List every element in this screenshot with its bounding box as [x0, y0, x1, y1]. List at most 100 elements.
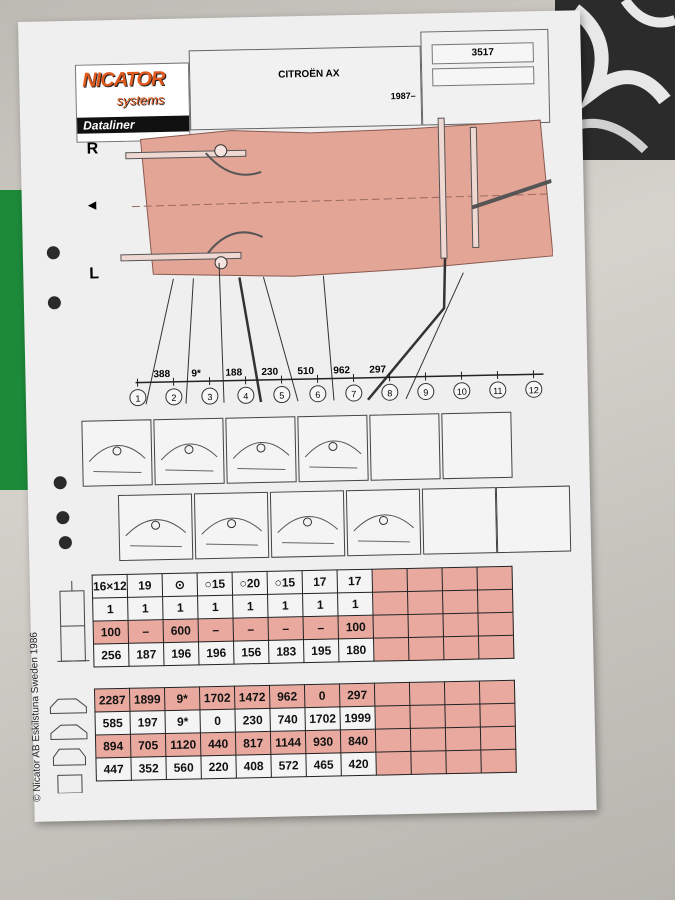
detail-sketch — [160, 443, 218, 472]
table-cell: 220 — [200, 755, 237, 779]
table-cell — [442, 567, 478, 591]
detail-sketch-box — [369, 413, 441, 481]
point-number: 11 — [493, 386, 503, 396]
detail-sketch — [125, 519, 187, 548]
point-marker — [417, 383, 435, 401]
table-cell: 572 — [270, 753, 307, 778]
underbody-diagram — [120, 117, 554, 405]
point-number: 2 — [171, 393, 176, 403]
punch-hole — [58, 535, 73, 550]
detail-sketch — [232, 442, 290, 470]
table-cell: 1 — [337, 592, 374, 616]
table-cell: 1 — [92, 597, 129, 622]
table-cell: 1 — [127, 596, 164, 621]
sheet-number: 3517 — [431, 42, 534, 65]
logo-word: NICATOR — [82, 67, 165, 92]
wheel-arches — [205, 152, 263, 254]
table-cell: 2287 — [94, 688, 130, 713]
point-marker — [345, 384, 363, 402]
vehicle-name: CITROËN AX — [278, 68, 340, 81]
table-cell: – — [198, 618, 234, 642]
distance-label: 9* — [191, 368, 201, 379]
table-cell: 1 — [162, 595, 199, 620]
table-cell — [477, 566, 513, 591]
detail-sketch-box — [153, 417, 225, 486]
table-cell: 447 — [95, 757, 132, 782]
table-cell: – — [128, 619, 164, 644]
table-cell — [408, 636, 444, 661]
table-cell — [375, 751, 412, 776]
detail-sketch — [88, 445, 146, 474]
point-number: 8 — [387, 388, 392, 398]
front-arrow: ◀ — [87, 199, 97, 212]
table-cell: 256 — [93, 643, 130, 668]
table-cell: 1999 — [339, 706, 376, 730]
table-cell: 465 — [305, 752, 342, 777]
point-marker — [489, 381, 507, 399]
point-marker — [273, 386, 291, 404]
mount-point — [214, 256, 228, 270]
detail-sketch-box — [421, 487, 498, 555]
table-cell — [373, 637, 409, 662]
detail-sketch — [304, 440, 362, 469]
punch-hole — [47, 296, 62, 310]
table-cell: 196 — [163, 641, 200, 666]
distance-label: 188 — [225, 367, 242, 378]
table-cell: 1120 — [165, 732, 201, 757]
table-cell: 1899 — [129, 687, 165, 712]
table-cell: 100 — [93, 620, 129, 645]
table-cell — [480, 726, 516, 750]
point-marker — [525, 380, 543, 398]
table-cell: 600 — [163, 618, 199, 643]
table-cell: 817 — [235, 731, 271, 756]
distance-label: 230 — [261, 367, 278, 378]
table-cell: 408 — [235, 754, 272, 779]
distance-label: 297 — [369, 364, 386, 375]
table-cell — [373, 614, 409, 639]
table-cell: 740 — [269, 707, 306, 732]
table-cell — [409, 704, 446, 729]
detail-sketch-box — [441, 411, 513, 480]
detail-sketch-box — [225, 416, 297, 484]
table-cell: 930 — [305, 729, 341, 754]
table-cell: 1702 — [199, 686, 235, 710]
table-cell: 9* — [164, 709, 201, 734]
table-cell: 1144 — [270, 730, 306, 755]
table-cell — [407, 567, 443, 592]
table-cell: 297 — [339, 683, 375, 707]
table-cell — [407, 613, 444, 638]
distance-label: 388 — [153, 369, 170, 380]
table-cell: 0 — [304, 683, 340, 708]
detail-sketch-box — [81, 419, 153, 487]
table-cell — [375, 728, 411, 753]
table-cell: 187 — [128, 642, 165, 667]
table-cell: – — [233, 617, 269, 642]
point-marker — [453, 382, 471, 400]
point-marker — [309, 385, 327, 403]
detail-sketch-box — [269, 490, 346, 558]
table-cell — [374, 705, 411, 730]
detail-sketch-box — [193, 491, 270, 560]
point-marker — [381, 383, 399, 401]
table-cell — [444, 680, 480, 705]
table-cell: ○15 — [267, 570, 303, 595]
table-cell: 420 — [340, 752, 377, 776]
pointer-lines — [145, 258, 464, 405]
detail-sketch-box — [117, 493, 194, 561]
table-cell: 1472 — [234, 685, 270, 710]
logo-sub: systems — [116, 91, 165, 108]
side-label-right: R — [86, 140, 99, 158]
table-cell — [442, 590, 478, 614]
rear-beam — [469, 126, 480, 249]
rear-arm — [471, 178, 553, 210]
table-cell: 9* — [164, 686, 200, 711]
floorpan — [139, 119, 554, 277]
front-rail-left — [120, 251, 242, 262]
table-cell: 1 — [267, 593, 304, 618]
side-label-left: L — [89, 265, 100, 283]
table-cell — [409, 681, 445, 706]
distance-label: 962 — [333, 365, 350, 376]
table-cell — [372, 591, 408, 616]
table-cell: ⊙ — [162, 572, 198, 597]
table-cell — [372, 568, 408, 593]
